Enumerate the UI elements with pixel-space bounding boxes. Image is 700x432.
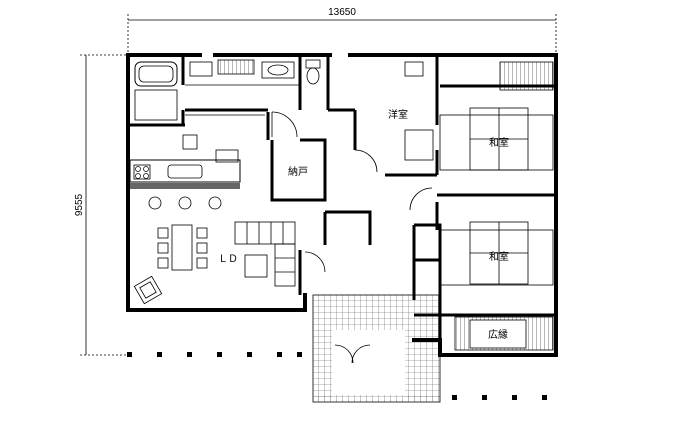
sink-icon [261,61,295,79]
wash-area [134,89,178,121]
tatami-room-2 [439,221,554,286]
toilet-icon [305,59,321,85]
counter-top [130,183,240,189]
bed [404,129,434,161]
width-label: 13650 [328,7,356,18]
width-dimension: 13650 [127,7,557,52]
armchair-icon [133,275,163,305]
room-label-western: 洋室 [388,108,408,121]
exterior-walls [126,53,558,357]
dining-table [157,224,208,271]
column-markers [127,352,547,400]
height-dimension: 9555 [74,54,128,356]
washer [189,61,213,77]
room-label-japanese-2: 和室 [489,250,509,263]
sofa [234,221,296,287]
room-label-veranda: 広縁 [488,328,508,341]
bathtub [134,61,178,87]
height-label: 9555 [74,193,85,216]
tatami-room-1 [439,107,554,171]
desk [404,61,424,77]
handrail [185,84,300,116]
room-label-japanese-1: 和室 [489,136,509,149]
room-label-storage: 納戸 [288,165,308,178]
porch [312,294,441,403]
doors [271,111,433,364]
shelf [217,59,255,75]
room-label-ld: ＬＤ [218,254,238,265]
kitchen-counter [129,134,241,183]
bar-stools [148,196,222,210]
